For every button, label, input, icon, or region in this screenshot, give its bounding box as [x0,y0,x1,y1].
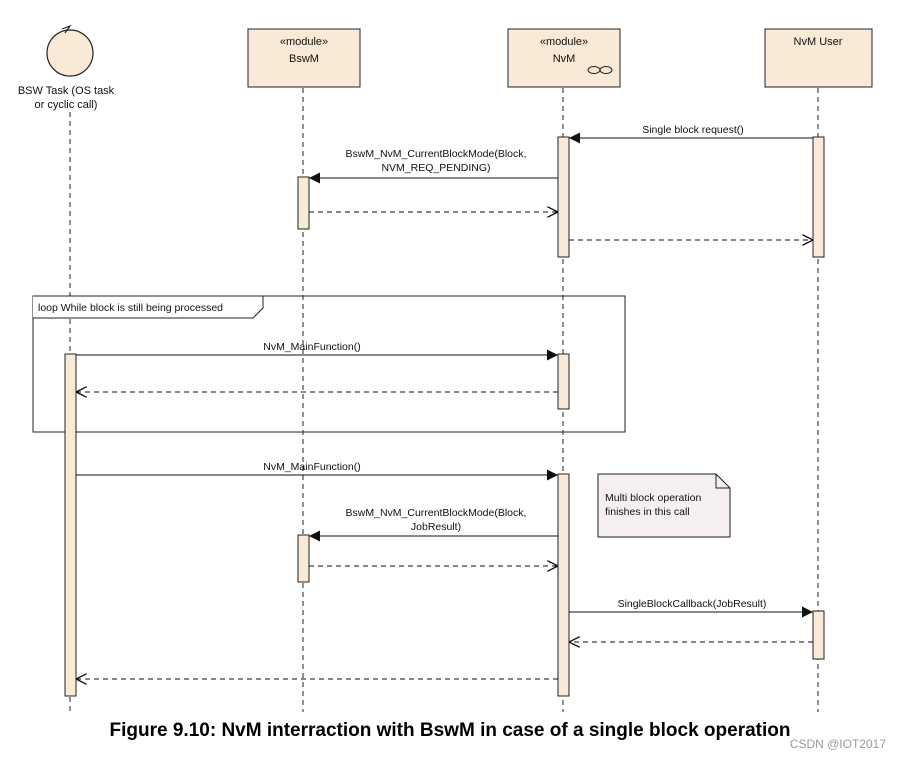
loop-fragment: loop While block is still being processe… [32,295,626,433]
message-main-function-loop: NvM_MainFunction() [76,341,558,361]
activation-nvm-2 [557,353,570,410]
activation-bswm-2 [297,534,310,583]
bswm-box [247,28,361,88]
note-line2: finishes in this call [605,506,690,518]
message-current-mode-pending-label-line2: NVM_REQ_PENDING) [381,162,490,174]
loop-tab [33,295,264,319]
bswm-stereotype: «module» [280,36,328,48]
message-current-mode-result: BswM_NvM_CurrentBlockMode(Block, JobResu… [309,507,558,542]
message-main-function-final: NvM_MainFunction() [76,461,558,481]
nvm-name: NvM [553,53,576,65]
bswm-name: BswM [289,53,319,65]
actor-nvm: «module» NvM [507,28,621,88]
nvm-box [507,28,621,88]
message-single-block-callback: SingleBlockCallback(JobResult) [569,598,813,618]
message-current-mode-pending-label-line1: BswM_NvM_CurrentBlockMode(Block, [346,148,527,160]
note-line1: Multi block operation [605,492,701,504]
nvm-user-box [764,28,873,88]
message-single-block-request: Single block request() [569,124,813,144]
message-current-mode-result-label-line1: BswM_NvM_CurrentBlockMode(Block, [346,507,527,519]
figure-caption: Figure 9.10: NvM interraction with BswM … [109,720,791,741]
activation-nvm-3 [557,473,570,697]
activation-bswm-1 [297,176,310,230]
note-multi-block: Multi block operation finishes in this c… [597,473,731,538]
note-box [597,473,731,538]
activation-nvm-1 [557,136,570,258]
infinity-icon [587,66,613,74]
nvm-user-name: NvM User [794,36,843,48]
message-main-function-loop-label: NvM_MainFunction() [263,341,360,353]
actor-bswm: «module» BswM [247,28,361,88]
loop-label: loop While block is still being processe… [38,302,223,314]
bsw-task-label-line2: or cyclic call) [35,99,98,111]
watermark: CSDN @IOT2017 [789,737,886,751]
active-object-arrow-icon [61,24,72,34]
actor-bsw-task: BSW Task (OS task or cyclic call) [18,24,115,111]
message-current-mode-pending: BswM_NvM_CurrentBlockMode(Block, NVM_REQ… [309,148,558,184]
nvm-stereotype: «module» [540,36,588,48]
message-single-block-request-label: Single block request() [642,124,744,136]
activation-nvm-user-2 [812,610,825,660]
activation-nvm-user-1 [812,136,825,258]
activation-bsw-task [64,353,77,697]
active-object-circle [46,29,94,77]
message-single-block-callback-label: SingleBlockCallback(JobResult) [618,598,767,610]
message-current-mode-result-label-line2: JobResult) [411,521,461,533]
note-fold [715,474,730,489]
bsw-task-label-line1: BSW Task (OS task [18,85,115,97]
loop-frame [32,295,626,433]
actor-nvm-user: NvM User [764,28,873,88]
message-main-function-final-label: NvM_MainFunction() [263,461,360,473]
